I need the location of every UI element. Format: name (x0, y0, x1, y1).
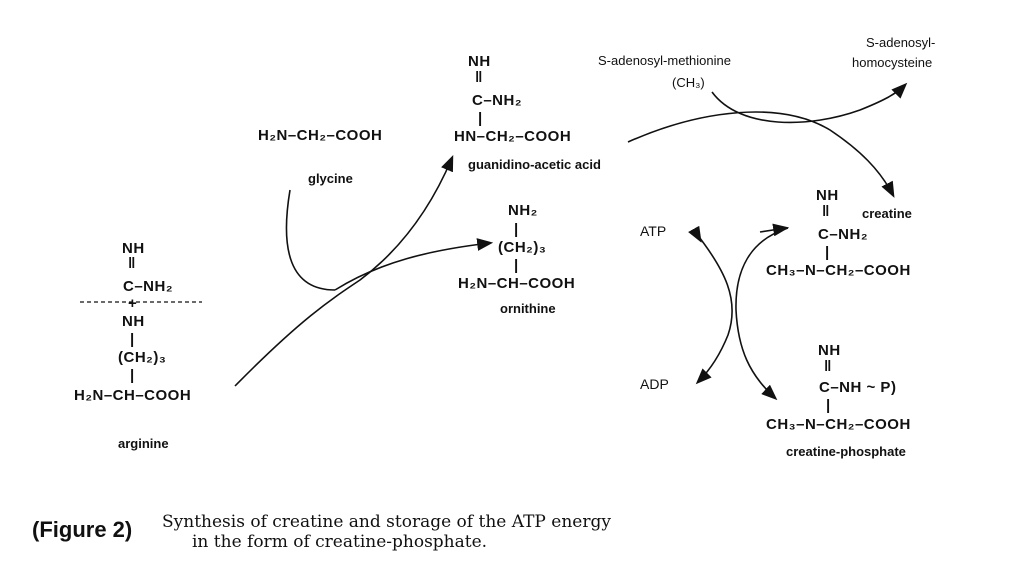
ornithine-out-arrow (334, 238, 494, 291)
phosphocreatine-label: creatine-phosphate (786, 444, 906, 459)
creatine-bond: | (825, 244, 830, 261)
sah-label-line2: homocysteine (852, 55, 933, 70)
glycine-formula: H₂N–CH₂–COOH (258, 127, 383, 144)
phosphocreatine-imine: NH (818, 342, 841, 359)
creatine-label: creatine (862, 206, 912, 221)
sam-to-sah-arrow (711, 82, 908, 124)
guanidinoacetic-to-creatine-arrow (627, 111, 895, 198)
phosphocreatine-amidine: C–NH ~ P) (819, 379, 897, 396)
creatine-amidine: C–NH₂ (818, 226, 869, 243)
ornithine-backbone: H₂N–CH–COOH (458, 275, 576, 292)
arginine-label: arginine (118, 436, 169, 451)
phosphocreatine-double-bond: ‖ (824, 358, 832, 375)
ornithine-label: ornithine (500, 301, 556, 316)
guanidinoacetic-label: guanidino-acetic acid (468, 157, 601, 172)
sam-label: S-adenosyl-methionine (598, 53, 731, 68)
ornithine-bond: | (514, 221, 519, 238)
glycine-in-arrow (285, 189, 336, 291)
ornithine-amine: NH₂ (508, 202, 538, 219)
arginine-to-guanidinoacetic-arrow (234, 155, 454, 387)
arginine-bond: | (130, 331, 135, 348)
arginine-amidine: C–NH₂ (123, 278, 174, 295)
guanidinoacetic-imine: NH (468, 53, 491, 70)
figure-caption: Synthesis of creatine and storage of the… (162, 512, 611, 552)
creatine-return-arrowhead (759, 223, 790, 237)
creatine-backbone: CH₃–N–CH₂–COOH (766, 262, 911, 279)
adp-label: ADP (640, 376, 669, 392)
figure-tag: (Figure 2) (32, 517, 133, 542)
guanidinoacetic-backbone: HN–CH₂–COOH (454, 128, 572, 145)
arginine-backbone: H₂N–CH–COOH (74, 387, 192, 404)
caption-line-1: Synthesis of creatine and storage of the… (162, 512, 611, 532)
guanidinoacetic-amidine: C–NH₂ (472, 92, 523, 109)
phosphocreatine-bond: | (826, 397, 831, 414)
arginine-double-bond: ‖ (128, 255, 136, 272)
caption-line-2: in the form of creatine-phosphate. (192, 532, 488, 552)
ornithine-chain: (CH₂)₃ (498, 239, 547, 256)
creatine-double-bond: ‖ (822, 203, 830, 220)
arginine-nh: NH (122, 313, 145, 330)
sam-methyl-label: (CH₃) (672, 75, 705, 90)
arginine-imine: NH (122, 240, 145, 257)
arginine-chain: (CH₂)₃ (118, 349, 167, 366)
guanidinoacetic-bond: | (478, 110, 483, 127)
guanidinoacetic-double-bond: ‖ (475, 69, 483, 86)
ornithine-bond-2: | (514, 257, 519, 274)
glycine-label: glycine (308, 171, 353, 186)
arginine-bond-2: | (130, 367, 135, 384)
sah-label-line1: S-adenosyl- (866, 35, 936, 50)
atp-to-adp-arrow (695, 232, 733, 385)
arginine-bond-plus: + (128, 295, 138, 312)
atp-arrow-head (688, 225, 702, 243)
creatine-imine: NH (816, 187, 839, 204)
atp-label: ATP (640, 223, 667, 239)
phosphocreatine-backbone: CH₃–N–CH₂–COOH (766, 416, 911, 433)
creatine-phosphate-arrow (735, 227, 789, 401)
